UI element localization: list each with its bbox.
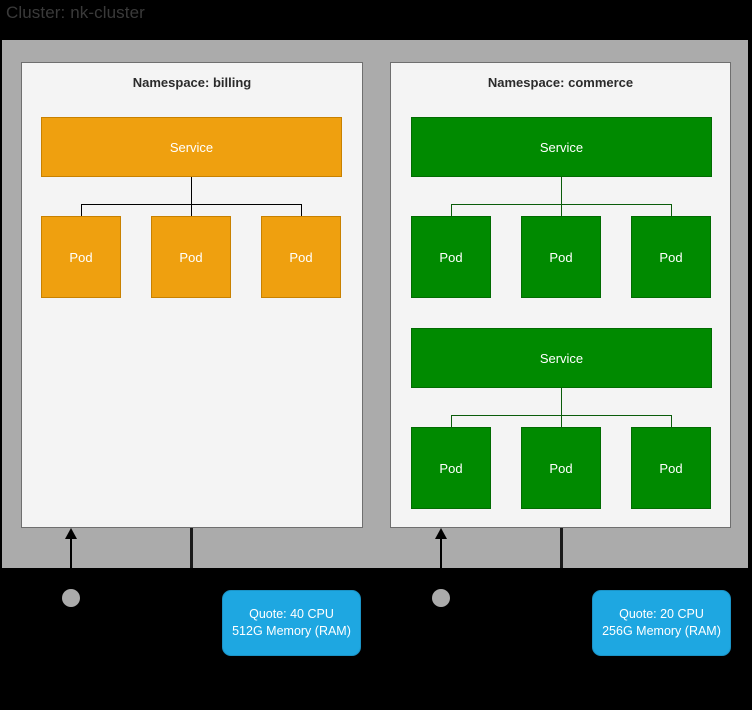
quote-commerce-line-2: 256G Memory (RAM)	[602, 624, 721, 638]
band-divider-1	[190, 528, 193, 568]
billing-connector-trunk	[191, 177, 192, 205]
billing-pod-1-label: Pod	[69, 249, 93, 265]
billing-pod-2[interactable]: Pod	[151, 216, 231, 298]
namespace-commerce-title: Namespace: commerce	[487, 75, 634, 90]
billing-pod-3-label: Pod	[289, 249, 313, 265]
commerce-s2-pod-1-label: Pod	[439, 460, 463, 476]
namespace-billing-title: Namespace: billing	[132, 75, 252, 90]
commerce-s1-connector-branch-1	[451, 204, 452, 216]
commerce-service-2[interactable]: Service	[411, 328, 712, 388]
billing-service-1[interactable]: Service	[41, 117, 342, 177]
commerce-s1-pod-2[interactable]: Pod	[521, 216, 601, 298]
commerce-s2-pod-2[interactable]: Pod	[521, 427, 601, 509]
commerce-s1-connector-branch-2	[561, 204, 562, 216]
commerce-s2-connector-trunk	[561, 388, 562, 416]
commerce-s1-connector-branch-3	[671, 204, 672, 216]
commerce-s1-pod-3[interactable]: Pod	[631, 216, 711, 298]
commerce-quota-arrow-shaft	[440, 538, 442, 590]
commerce-s2-pod-1[interactable]: Pod	[411, 427, 491, 509]
quote-billing-line-1: Quote: 40 CPU	[249, 607, 334, 621]
billing-quota-arrow-head	[65, 528, 77, 539]
commerce-s2-connector-branch-1	[451, 415, 452, 427]
band-divider-2	[560, 528, 563, 568]
commerce-s1-pod-2-label: Pod	[549, 249, 573, 265]
cluster-title: Cluster: nk-cluster	[6, 3, 145, 22]
billing-pod-2-label: Pod	[179, 249, 203, 265]
commerce-service-2-label: Service	[539, 350, 584, 366]
billing-service-1-label: Service	[169, 139, 214, 155]
billing-pod-3[interactable]: Pod	[261, 216, 341, 298]
quote-commerce[interactable]: Quote: 20 CPU 256G Memory (RAM)	[592, 590, 731, 656]
billing-quota-arrow-shaft	[70, 538, 72, 590]
quote-billing[interactable]: Quote: 40 CPU 512G Memory (RAM)	[222, 590, 361, 656]
billing-connector-branch-3	[301, 204, 302, 216]
billing-connector-branch-2	[191, 204, 192, 216]
commerce-s2-connector-branch-3	[671, 415, 672, 427]
commerce-s2-connector-branch-2	[561, 415, 562, 427]
commerce-quota-dot[interactable]	[432, 589, 450, 607]
commerce-service-1-label: Service	[539, 139, 584, 155]
commerce-s1-pod-1[interactable]: Pod	[411, 216, 491, 298]
commerce-service-1[interactable]: Service	[411, 117, 712, 177]
quote-billing-line-2: 512G Memory (RAM)	[232, 624, 351, 638]
billing-quota-dot[interactable]	[62, 589, 80, 607]
quote-commerce-line-1: Quote: 20 CPU	[619, 607, 704, 621]
commerce-s2-pod-3-label: Pod	[659, 460, 683, 476]
commerce-quota-arrow-head	[435, 528, 447, 539]
commerce-s1-connector-trunk	[561, 177, 562, 205]
commerce-s1-pod-3-label: Pod	[659, 249, 683, 265]
commerce-s1-pod-1-label: Pod	[439, 249, 463, 265]
commerce-s2-pod-3[interactable]: Pod	[631, 427, 711, 509]
billing-connector-branch-1	[81, 204, 82, 216]
commerce-s2-pod-2-label: Pod	[549, 460, 573, 476]
billing-pod-1[interactable]: Pod	[41, 216, 121, 298]
